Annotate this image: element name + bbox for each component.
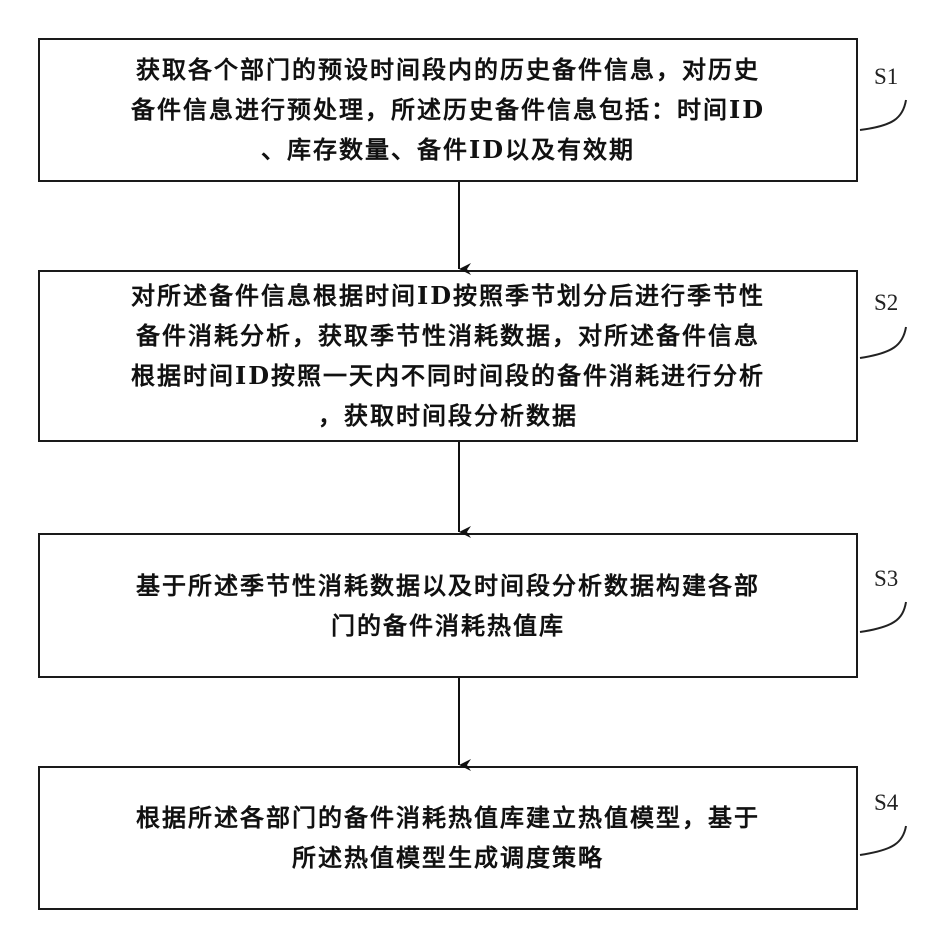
step-text-s4: 根据所述各部门的备件消耗热值库建立热值模型，基于 所述热值模型生成调度策略 <box>112 798 784 878</box>
leader-line-s1 <box>860 100 906 130</box>
step-label-s4: S4 <box>874 790 898 816</box>
step-label-s3: S3 <box>874 566 898 592</box>
step-box-s4: 根据所述各部门的备件消耗热值库建立热值模型，基于 所述热值模型生成调度策略 <box>38 766 858 910</box>
step-label-s2: S2 <box>874 290 898 316</box>
step-text-s3: 基于所述季节性消耗数据以及时间段分析数据构建各部 门的备件消耗热值库 <box>112 566 784 646</box>
leader-line-s2 <box>860 327 906 358</box>
step-box-s3: 基于所述季节性消耗数据以及时间段分析数据构建各部 门的备件消耗热值库 <box>38 533 858 678</box>
leader-line-s3 <box>860 602 906 632</box>
step-label-s1: S1 <box>874 64 898 90</box>
step-box-s2: 对所述备件信息根据时间ID按照季节划分后进行季节性 备件消耗分析，获取季节性消耗… <box>38 270 858 442</box>
leader-line-s4 <box>860 826 906 855</box>
step-text-s1: 获取各个部门的预设时间段内的历史备件信息，对历史 备件信息进行预处理，所述历史备… <box>107 50 789 170</box>
step-box-s1: 获取各个部门的预设时间段内的历史备件信息，对历史 备件信息进行预处理，所述历史备… <box>38 38 858 182</box>
step-text-s2: 对所述备件信息根据时间ID按照季节划分后进行季节性 备件消耗分析，获取季节性消耗… <box>107 276 789 436</box>
